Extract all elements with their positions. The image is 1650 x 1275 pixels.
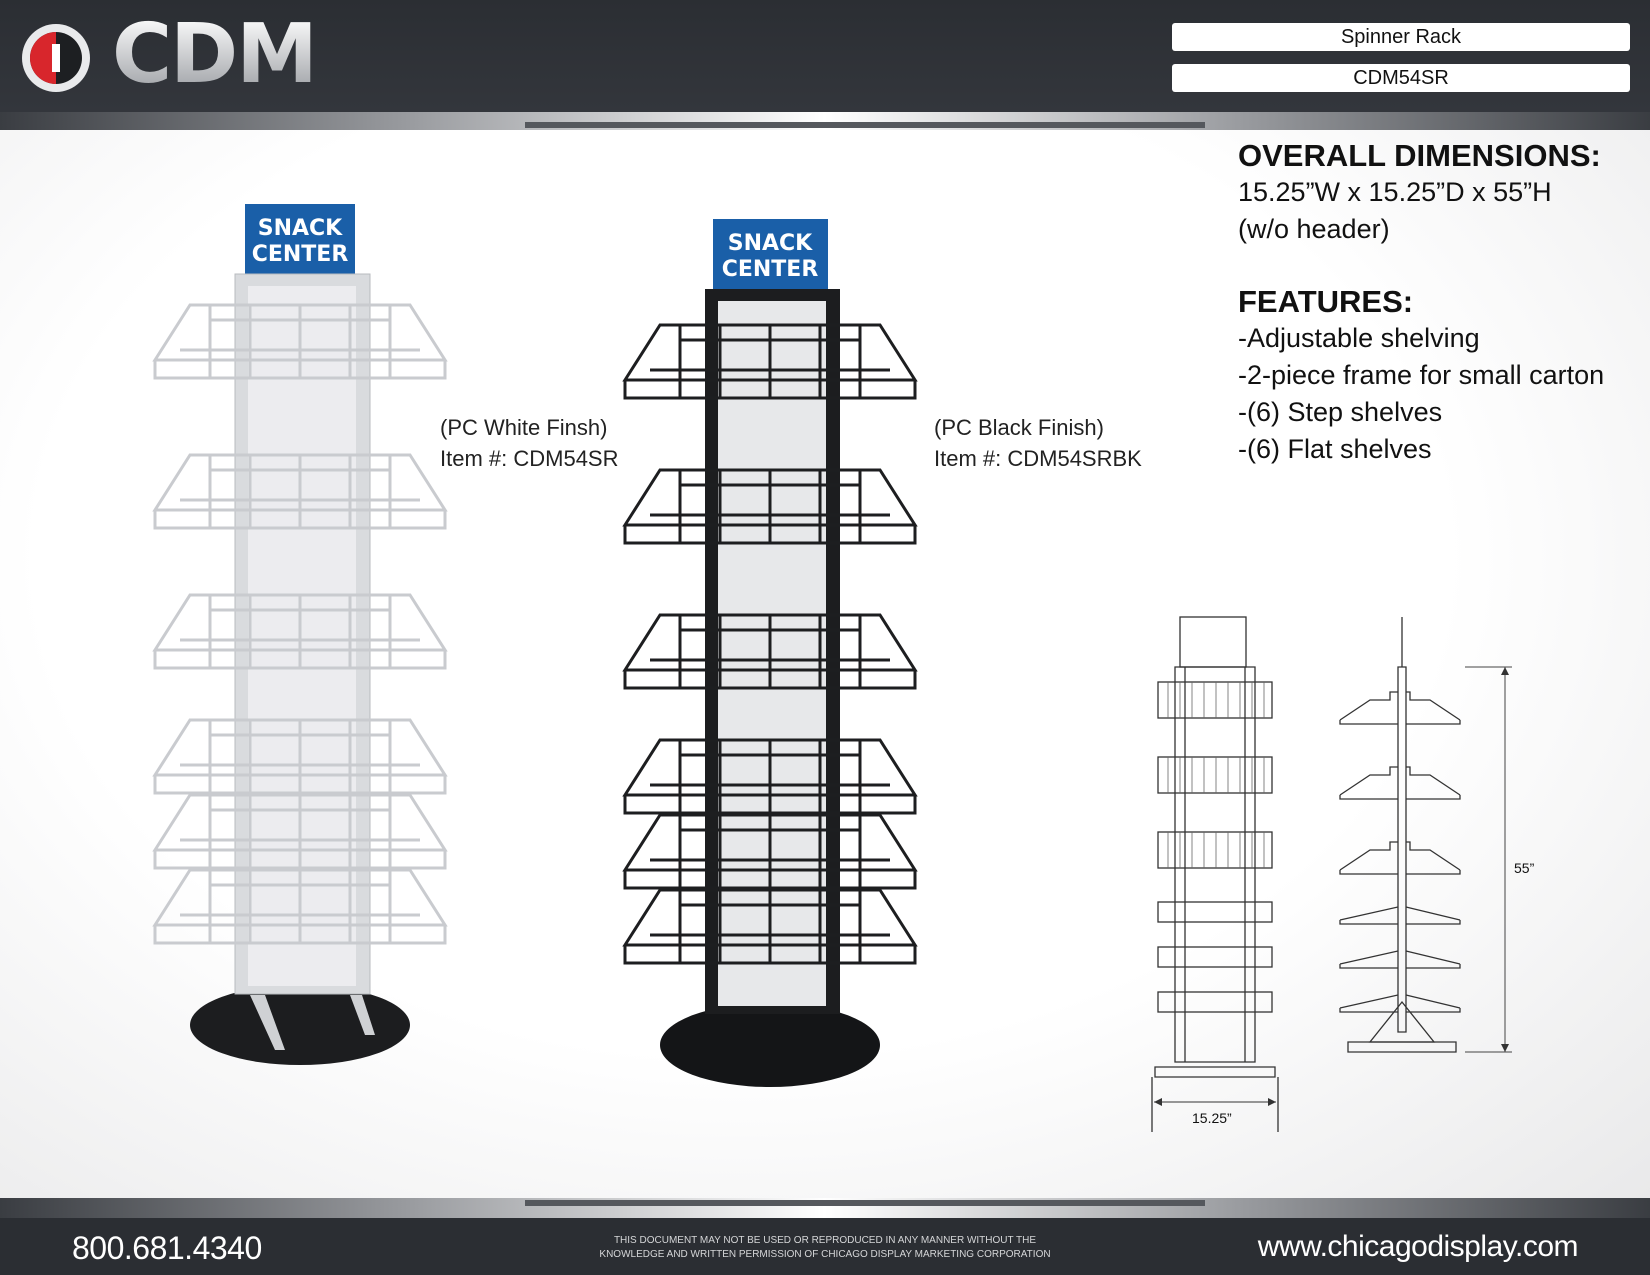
feature-item: -2-piece frame for small carton <box>1238 360 1605 390</box>
sign-line1: SNACK <box>258 216 343 241</box>
dimensions-note: (w/o header) <box>1238 214 1390 244</box>
legal-notice: THIS DOCUMENT MAY NOT BE USED OR REPRODU… <box>560 1234 1090 1262</box>
header-bar: CDM Spinner Rack CDM54SR <box>0 0 1650 112</box>
black-finish-label: (PC Black Finish) <box>934 415 1104 440</box>
white-item-number: Item #: CDM54SR <box>440 446 619 471</box>
white-finish-caption: (PC White Finsh) Item #: CDM54SR <box>440 412 619 474</box>
front-view-drawing <box>1151 616 1279 1132</box>
product-name-label: Spinner Rack <box>1172 23 1630 51</box>
cdm-logo-icon <box>22 24 90 92</box>
footer-bar: 800.681.4340 THIS DOCUMENT MAY NOT BE US… <box>0 1218 1650 1275</box>
white-spinner-rack-image: SNACK CENTER <box>152 204 448 1065</box>
legal-line: KNOWLEDGE AND WRITTEN PERMISSION OF CHIC… <box>599 1249 1051 1260</box>
black-finish-caption: (PC Black Finish) Item #: CDM54SRBK <box>934 412 1142 474</box>
white-finish-label: (PC White Finsh) <box>440 415 608 440</box>
logo-text: CDM <box>112 7 318 102</box>
product-code-label: CDM54SR <box>1172 64 1630 92</box>
height-dimension-label: 55” <box>1514 860 1535 876</box>
feature-item: -(6) Flat shelves <box>1238 434 1432 464</box>
sign-line2: CENTER <box>252 242 349 267</box>
legal-line: THIS DOCUMENT MAY NOT BE USED OR REPRODU… <box>613 1235 1037 1246</box>
feature-item: -(6) Step shelves <box>1238 397 1443 427</box>
sign-line2: CENTER <box>722 257 819 282</box>
black-item-number: Item #: CDM54SRBK <box>934 446 1142 471</box>
feature-item: -Adjustable shelving <box>1238 323 1480 353</box>
dimensions-value: 15.25”W x 15.25”D x 55”H <box>1238 177 1552 207</box>
width-dimension-label: 15.25” <box>1192 1110 1232 1126</box>
specs-panel: OVERALL DIMENSIONS: 15.25”W x 15.25”D x … <box>1238 138 1648 468</box>
website-link[interactable]: www.chicagodisplay.com <box>1257 1230 1579 1263</box>
header-divider <box>0 112 1650 130</box>
black-spinner-rack-image: SNACK CENTER <box>622 219 918 1087</box>
footer-divider <box>0 1198 1650 1218</box>
side-view-drawing <box>1339 617 1512 1053</box>
phone-number: 800.681.4340 <box>72 1230 262 1266</box>
features-heading: FEATURES: <box>1238 284 1414 319</box>
dimensions-heading: OVERALL DIMENSIONS: <box>1238 138 1601 173</box>
sign-line1: SNACK <box>728 231 813 256</box>
